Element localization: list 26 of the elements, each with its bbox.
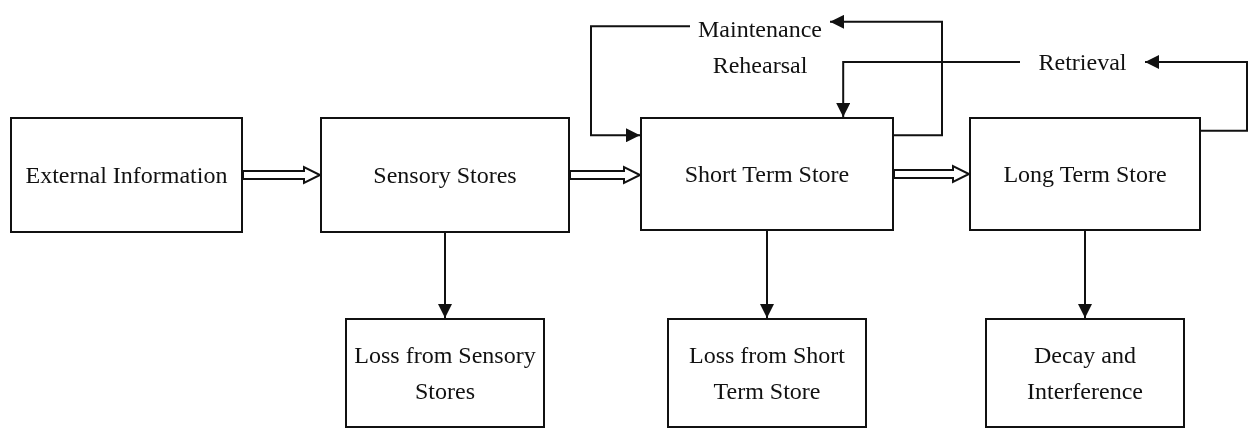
box-label: Loss from Short Term Store: [688, 341, 846, 406]
arrow: [1078, 230, 1092, 319]
box-label: Decay and Interference: [1026, 341, 1144, 406]
hollow-arrow: [569, 165, 643, 185]
process-box: [345, 318, 545, 428]
box-label: External Information: [24, 161, 229, 190]
process-box: [667, 318, 867, 428]
hollow-arrow: [893, 164, 972, 184]
process-box: [320, 117, 570, 233]
box-label: Sensory Stores: [372, 161, 518, 190]
arrow: [836, 61, 1021, 118]
process-box: [10, 117, 243, 233]
box-label: Long Term Store: [1002, 160, 1168, 189]
hollow-arrow: [242, 165, 323, 185]
flow-label: Maintenance Rehearsal: [697, 15, 823, 80]
process-box: [640, 117, 894, 231]
arrow: [1144, 55, 1248, 132]
arrow: [760, 230, 774, 319]
flow-label: Retrieval: [1037, 48, 1128, 77]
arrow: [590, 25, 691, 143]
box-label: Short Term Store: [683, 160, 851, 189]
arrow: [438, 232, 452, 319]
process-box: [969, 117, 1201, 231]
arrow: [829, 14, 943, 137]
process-box: [985, 318, 1185, 428]
box-label: Loss from Sensory Stores: [353, 341, 537, 406]
